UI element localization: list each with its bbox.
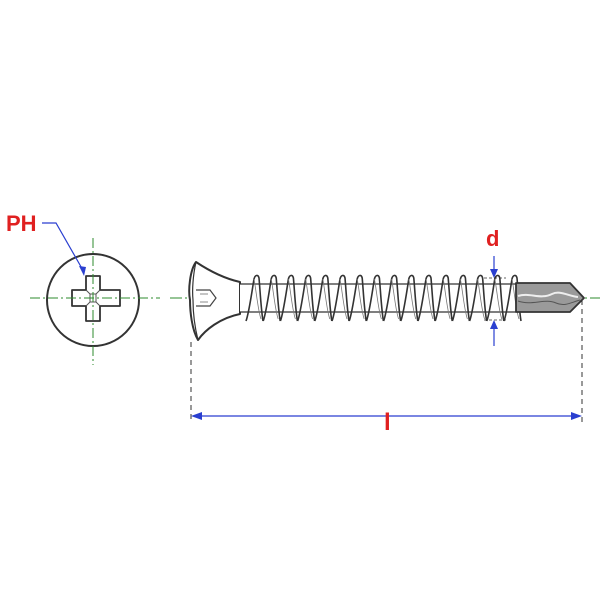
drill-tip-flute — [517, 291, 579, 298]
thread-crest — [314, 274, 333, 322]
drill-tip — [515, 282, 585, 313]
thread-back-edge — [391, 278, 399, 320]
thread-back-edge — [322, 278, 331, 320]
drill-tip-flute-edge — [517, 299, 581, 305]
screw-head-recess-profile — [196, 289, 217, 307]
thread-crest — [279, 274, 299, 322]
length-label: l — [384, 409, 391, 436]
thread-back-edge — [494, 278, 503, 320]
d-top-arrowhead — [490, 269, 498, 278]
screw-side-view — [170, 261, 600, 341]
thread-crest — [417, 274, 436, 322]
thread-crest — [434, 274, 453, 322]
d-bottom-arrowhead — [490, 320, 498, 329]
thread-crest — [468, 274, 488, 322]
thread-back-edge — [442, 278, 451, 320]
screw-head — [188, 261, 241, 341]
thread-back-edge — [374, 278, 382, 320]
ph-leader-arrowhead — [79, 266, 86, 276]
head-top-view — [30, 238, 160, 365]
thread-back-edge — [356, 278, 365, 320]
screw-head-recess-detail — [200, 293, 208, 303]
diameter-dimension: d — [484, 226, 506, 346]
thread-crest — [400, 274, 419, 322]
thread-back-edge — [305, 278, 313, 320]
thread-crest — [245, 274, 264, 322]
thread-crest — [451, 274, 471, 322]
ph-callout: PH — [6, 211, 86, 276]
thread-back-edge — [408, 278, 417, 320]
thread-crest — [382, 274, 402, 322]
ph-label: PH — [6, 211, 37, 236]
thread-back-edge — [288, 278, 296, 320]
thread-crest — [486, 274, 505, 322]
thread-back-edge — [425, 278, 434, 320]
thread-crest — [331, 274, 350, 322]
thread-back-edge — [460, 278, 468, 320]
ph-leader-line — [42, 222, 85, 273]
thread-crest — [262, 274, 281, 322]
thread-back-edge — [270, 278, 279, 320]
thread-back-edge — [253, 278, 262, 320]
screw-head-top-face — [192, 261, 199, 341]
thread-crest — [365, 274, 385, 322]
l-left-arrowhead — [191, 412, 202, 420]
screw-threads — [245, 274, 522, 322]
diameter-label: d — [486, 226, 499, 251]
thread-crest — [348, 274, 367, 322]
length-dimension: l — [190, 300, 583, 436]
thread-back-edge — [339, 278, 348, 320]
thread-back-edge — [477, 278, 485, 320]
thread-crest — [296, 274, 316, 322]
l-right-arrowhead — [571, 412, 582, 420]
